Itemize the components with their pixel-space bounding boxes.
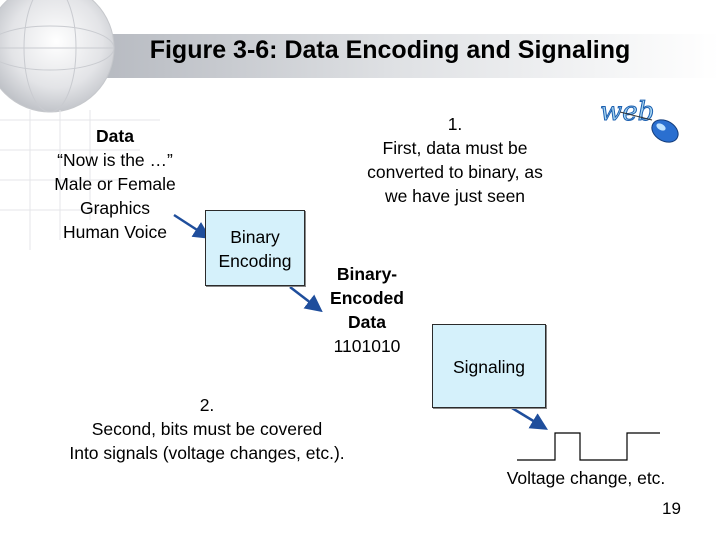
step1-line: First, data must be xyxy=(345,136,565,160)
binary-encoding-line: Encoding xyxy=(206,249,304,273)
signaling-label: Signaling xyxy=(433,355,545,379)
page-number: 19 xyxy=(662,499,681,519)
voltage-caption: Voltage change, etc. xyxy=(478,466,694,490)
binary-value: 1101010 xyxy=(302,334,432,358)
binary-encoding-box: Binary Encoding xyxy=(205,210,305,286)
signaling-box: Signaling xyxy=(432,324,546,408)
step1-note: 1. First, data must be converted to bina… xyxy=(345,112,565,208)
arrow-signaling-to-waveform xyxy=(512,408,545,428)
data-source-line: Graphics xyxy=(40,196,190,220)
step2-line: Second, bits must be covered xyxy=(40,417,374,441)
web-logo-text: web xyxy=(600,97,654,127)
binary-encoding-line: Binary xyxy=(206,225,304,249)
binary-encoded-data-block: Binary- Encoded Data 1101010 xyxy=(302,262,432,358)
data-source-line: Male or Female xyxy=(40,172,190,196)
web-logo: web xyxy=(600,97,682,147)
binary-encoded-line: Data xyxy=(302,310,432,334)
step1-line: converted to binary, as xyxy=(345,160,565,184)
step1-line: we have just seen xyxy=(345,184,565,208)
step1-number: 1. xyxy=(345,112,565,136)
voltage-waveform xyxy=(517,433,660,460)
step2-number: 2. xyxy=(40,393,374,417)
step2-note: 2. Second, bits must be covered Into sig… xyxy=(40,393,374,465)
data-source-line: “Now is the …” xyxy=(40,148,190,172)
data-source-line: Human Voice xyxy=(40,220,190,244)
binary-encoded-line: Binary- xyxy=(302,262,432,286)
slide-title: Figure 3-6: Data Encoding and Signaling xyxy=(0,36,720,65)
data-source-block: Data “Now is the …” Male or Female Graph… xyxy=(40,124,190,244)
step2-line: Into signals (voltage changes, etc.). xyxy=(40,441,374,465)
data-source-heading: Data xyxy=(40,124,190,148)
binary-encoded-line: Encoded xyxy=(302,286,432,310)
